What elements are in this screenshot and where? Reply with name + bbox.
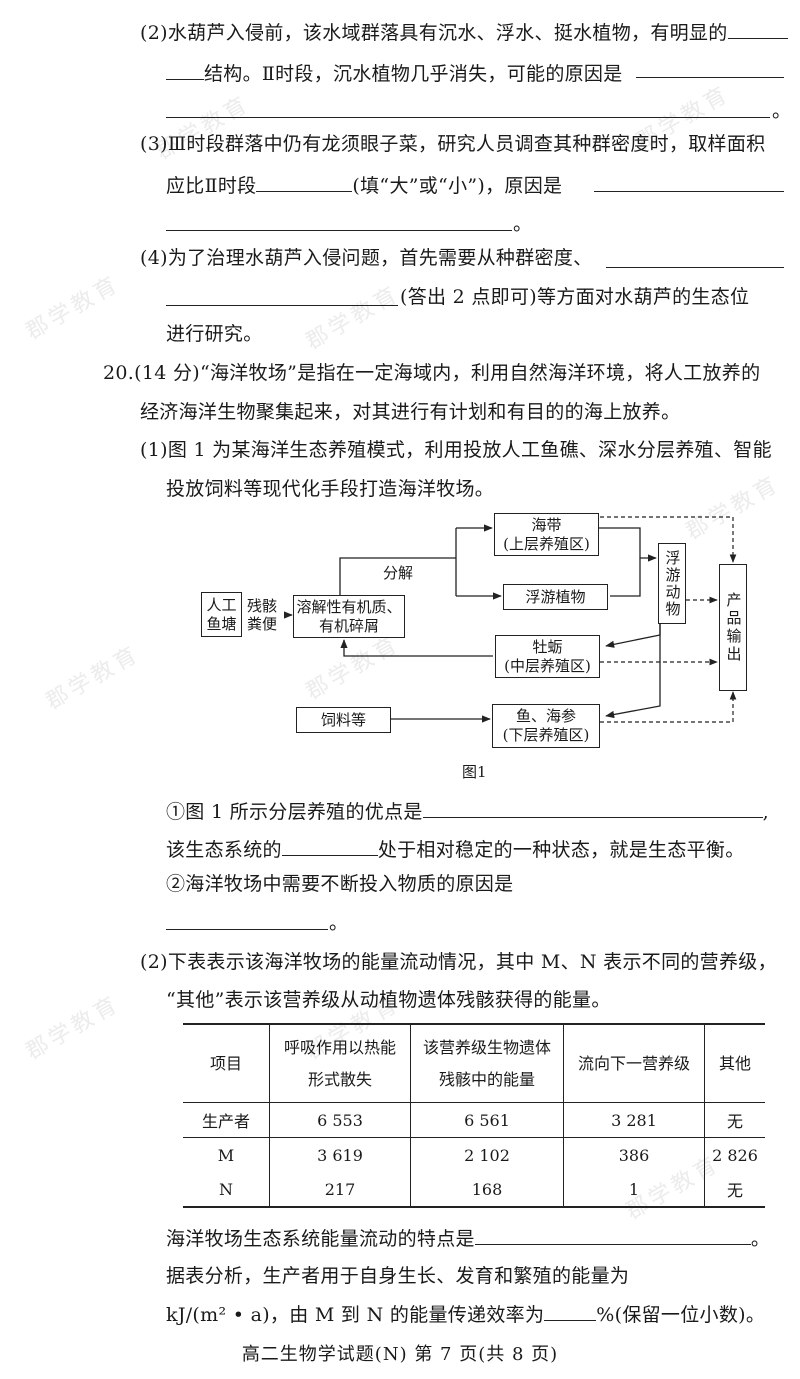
q20-s2-end: 。	[329, 912, 349, 934]
q19-p2-line1: (2)水葫芦入侵前，该水域群落具有沉水、浮水、挺水植物，有明显的	[140, 18, 788, 46]
feed-box: 饲料等	[296, 707, 391, 733]
table-row: M 3 619 2 102 386 2 826	[183, 1137, 765, 1172]
answer-blank[interactable]	[166, 230, 512, 231]
table-header: 该营养级生物遗体残骸中的能量	[410, 1023, 564, 1103]
table-cell: 1	[563, 1172, 705, 1208]
q19-p3-line2: 应比Ⅱ时段(填“大”或“小”)，原因是	[166, 171, 562, 199]
table-cell: 2 826	[704, 1137, 765, 1172]
q20-efficiency-question: kJ/(m² • a)，由 M 到 N 的能量传递效率为%(保留一位小数)。	[166, 1300, 765, 1328]
table-cell: 168	[410, 1172, 564, 1208]
energy-flow-table: 项目 呼吸作用以热能形式散失 该营养级生物遗体残骸中的能量 流向下一营养级 其他…	[183, 1023, 765, 1208]
table-cell: 3 619	[269, 1137, 411, 1172]
answer-blank[interactable]	[606, 267, 784, 268]
kelp-box: 海带(上层养殖区)	[494, 513, 599, 556]
table-cell: 6 561	[410, 1102, 564, 1138]
table-cell: 2 102	[410, 1137, 564, 1172]
answer-blank[interactable]	[636, 77, 784, 78]
waste-label: 残骸粪便	[247, 597, 278, 633]
q20-intro-line2: 经济海洋生物聚集起来，对其进行有计划和有目的的海上放养。	[140, 401, 681, 423]
table-cell: 无	[704, 1102, 765, 1138]
q20-p1-line2: 投放饲料等现代化手段打造海洋牧场。	[166, 478, 495, 500]
q19-p3-end: 。	[513, 213, 533, 235]
q19-p2-line2: 结构。Ⅱ时段，沉水植物几乎消失，可能的原因是	[166, 59, 623, 87]
answer-blank[interactable]	[166, 117, 770, 118]
table-header: 呼吸作用以热能形式散失	[269, 1023, 411, 1103]
product-output-box: 产品输出	[719, 564, 747, 691]
page-footer: 高二生物学试题(N) 第 7 页(共 8 页)	[241, 1344, 559, 1365]
table-cell: 无	[704, 1172, 765, 1208]
table-row: 生产者 6 553 6 561 3 281 无	[183, 1102, 765, 1138]
q20-flow-question: 海洋牧场生态系统能量流动的特点是。	[166, 1224, 770, 1252]
answer-blank[interactable]	[422, 797, 763, 818]
table-cell: 3 281	[563, 1102, 705, 1138]
table-cell: 生产者	[183, 1102, 270, 1138]
table-cell: N	[183, 1172, 270, 1208]
q20-intro-line1: 20.(14 分)“海洋牧场”是指在一定海域内，利用自然海洋环境，将人工放养的	[103, 362, 761, 384]
q20-p1-line1: (1)图 1 为某海洋生态养殖模式，利用投放人工鱼礁、深水分层养殖、智能	[140, 439, 772, 461]
q19-p4-line3: 进行研究。	[166, 323, 263, 345]
answer-blank[interactable]	[166, 59, 204, 80]
phytoplankton-box: 浮游植物	[503, 584, 608, 610]
zooplankton-box: 浮游动物	[658, 543, 686, 624]
figure-caption: 图1	[462, 763, 487, 781]
table-cell: M	[217, 1145, 235, 1165]
table-row: N 217 168 1 无	[183, 1172, 765, 1208]
q19-p2-end: 。	[772, 100, 792, 122]
q19-p3-line1: (3)Ⅲ时段群落中仍有龙须眼子菜，研究人员调查其种群密度时，取样面积	[140, 133, 766, 155]
q19-p4-line1: (4)为了治理水葫芦入侵问题，首先需要从种群密度、	[140, 247, 593, 269]
oyster-box: 牡蛎(中层养殖区)	[495, 635, 600, 678]
q20-s1-line1: ①图 1 所示分层养殖的优点是,	[166, 797, 769, 825]
decompose-label: 分解	[383, 564, 414, 582]
table-cell: 217	[269, 1172, 411, 1208]
answer-blank[interactable]	[256, 171, 353, 192]
q20-producer-question: 据表分析，生产者用于自身生长、发育和繁殖的能量为	[166, 1265, 630, 1287]
answer-blank[interactable]	[727, 18, 788, 39]
answer-blank[interactable]	[474, 1224, 751, 1245]
table-header-row: 项目 呼吸作用以热能形式散失 该营养级生物遗体残骸中的能量 流向下一营养级 其他	[183, 1023, 765, 1103]
q20-p2-line2: “其他”表示该营养级从动植物遗体残骸获得的能量。	[166, 989, 611, 1011]
table-header: 流向下一营养级	[563, 1023, 705, 1103]
answer-blank[interactable]	[544, 1300, 597, 1321]
pond-box: 人工鱼塘	[201, 592, 242, 637]
q20-s1-line2: 该生态系统的处于相对稳定的一种状态，就是生态平衡。	[166, 835, 745, 863]
answer-blank[interactable]	[281, 835, 378, 856]
answer-blank[interactable]	[594, 191, 784, 192]
q20-s2-line1: ②海洋牧场中需要不断投入物质的原因是	[166, 873, 514, 895]
table-header: 其他	[704, 1023, 765, 1103]
organic-matter-box: 溶解性有机质、有机碎屑	[293, 595, 405, 638]
answer-blank[interactable]	[166, 929, 328, 930]
q20-p2-line1: (2)下表表示该海洋牧场的能量流动情况，其中 M、N 表示不同的营养级，	[140, 951, 777, 973]
table-header: 项目	[183, 1023, 270, 1103]
fish-box: 鱼、海参(下层养殖区)	[492, 704, 600, 748]
table-cell: 386	[563, 1137, 705, 1172]
answer-blank[interactable]	[166, 305, 398, 306]
q19-p4-line2: (答出 2 点即可)等方面对水葫芦的生态位	[400, 286, 750, 308]
table-cell: 6 553	[269, 1102, 411, 1138]
